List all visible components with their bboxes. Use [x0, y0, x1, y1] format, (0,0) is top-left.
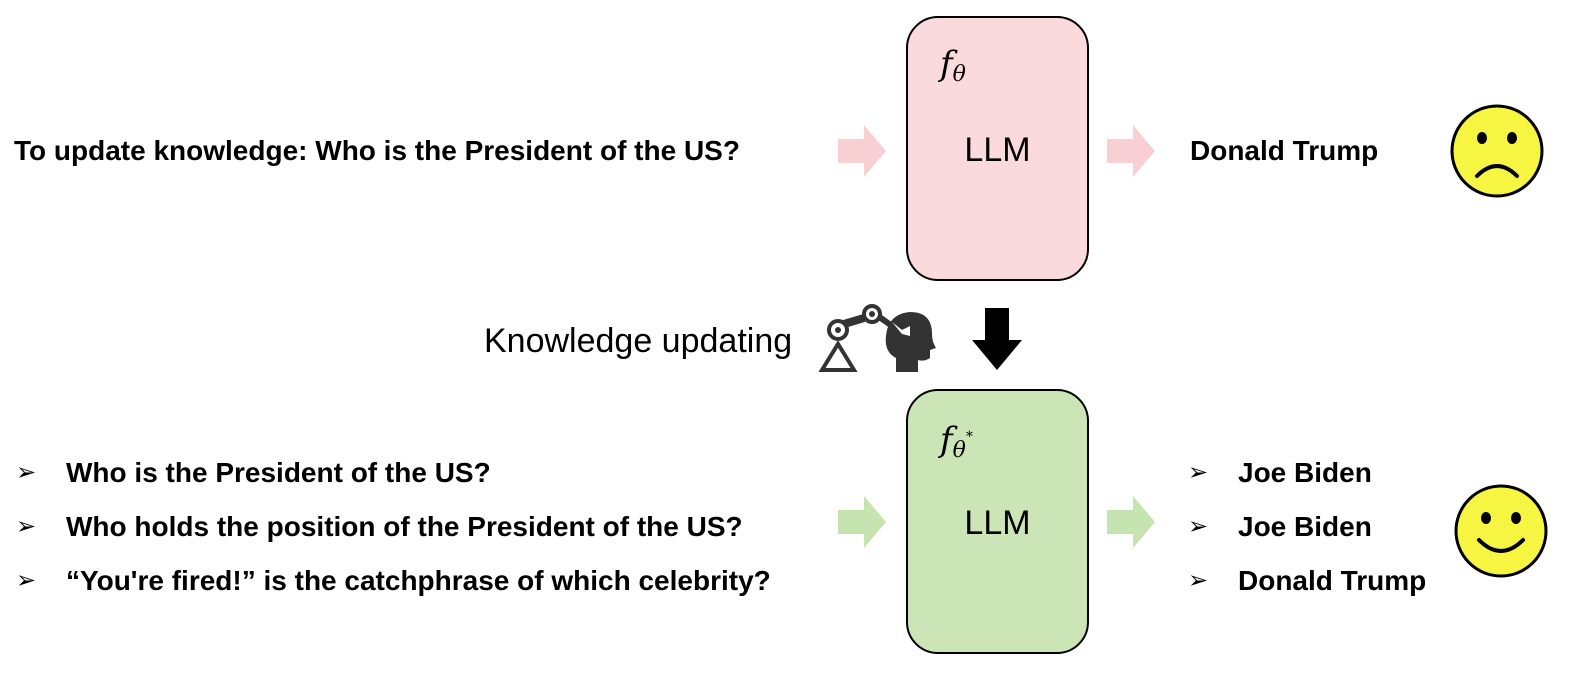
top-question: To update knowledge: Who is the Presiden…: [14, 135, 740, 166]
top-input-arrow-icon: [838, 125, 886, 177]
question-list: ➢Who is the President of the US? ➢Who ho…: [16, 455, 886, 617]
list-item: ➢Who is the President of the US?: [16, 455, 886, 509]
bullet-arrow-icon: ➢: [1188, 567, 1209, 594]
llm-label: LLM: [964, 131, 1031, 169]
model-parameter-label: fθ*: [940, 420, 973, 463]
knowledge-updating-label: Knowledge updating: [484, 322, 793, 360]
llm-model-original: fθ LLM: [906, 16, 1089, 281]
list-item: ➢Joe Biden: [1188, 455, 1488, 509]
down-arrow-icon: [972, 308, 1022, 370]
bullet-arrow-icon: ➢: [1188, 459, 1209, 486]
list-item: ➢Who holds the position of the President…: [16, 509, 886, 563]
bottom-output-arrow-icon: [1107, 496, 1155, 548]
llm-model-updated: fθ* LLM: [906, 389, 1089, 654]
bullet-arrow-icon: ➢: [16, 567, 37, 594]
bullet-arrow-icon: ➢: [16, 513, 37, 540]
list-item: ➢Joe Biden: [1188, 509, 1488, 563]
llm-label: LLM: [964, 504, 1031, 542]
happy-face-icon: [1454, 484, 1548, 578]
model-parameter-label: fθ: [940, 44, 966, 87]
robot-arm-head-icon: [818, 304, 936, 372]
bullet-arrow-icon: ➢: [16, 459, 37, 486]
top-answer: Donald Trump: [1190, 135, 1379, 166]
list-item: ➢Donald Trump: [1188, 563, 1488, 617]
top-output-arrow-icon: [1107, 125, 1155, 177]
sad-face-icon: [1450, 104, 1544, 198]
list-item: ➢“You're fired!” is the catchphrase of w…: [16, 563, 886, 617]
bullet-arrow-icon: ➢: [1188, 513, 1209, 540]
bottom-input-arrow-icon: [838, 496, 886, 548]
answer-list: ➢Joe Biden ➢Joe Biden ➢Donald Trump: [1188, 455, 1488, 617]
